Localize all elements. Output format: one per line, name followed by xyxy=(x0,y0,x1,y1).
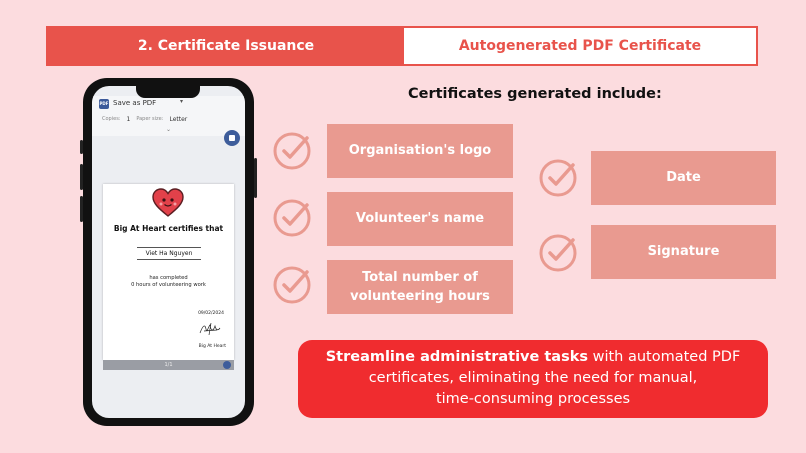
checkmark-circle-icon xyxy=(273,132,311,170)
print-dialog-header: PDF Save as PDF ▾ Copies: 1 Paper size: … xyxy=(92,96,245,136)
copies-label: Copies: xyxy=(102,116,121,122)
phone-volume-up xyxy=(80,164,83,190)
page-selected-check-icon[interactable] xyxy=(223,361,231,369)
certificate-preview-page: Big At Heart certifies that Viet Ha Nguy… xyxy=(103,184,234,360)
certificate-volunteer-name: Viet Ha Nguyen xyxy=(137,247,201,260)
callout-line3: time-consuming processes xyxy=(435,391,631,408)
callout-line2: certificates, eliminating the need for m… xyxy=(368,370,698,387)
expand-options-chevron-icon[interactable]: ⌄ xyxy=(166,126,172,133)
phone-notch xyxy=(136,86,200,98)
certificate-completion-text: has completed 0 hours of volunteering wo… xyxy=(103,275,234,290)
paper-size-value[interactable]: Letter xyxy=(169,116,188,123)
checkmark-circle-icon xyxy=(539,159,577,197)
item-date: Date xyxy=(591,151,776,205)
page-indicator: 1/1 xyxy=(164,362,173,368)
signature-image xyxy=(199,322,221,336)
phone-mockup: PDF Save as PDF ▾ Copies: 1 Paper size: … xyxy=(80,78,257,426)
phone-mute-switch xyxy=(80,140,83,154)
certificate-headline: Big At Heart certifies that xyxy=(113,224,224,233)
certificate-date: 09/02/2024 xyxy=(198,311,224,316)
callout-bold-text: Streamline administrative tasks xyxy=(325,349,588,365)
certificate-completion-line1: has completed xyxy=(149,275,188,281)
copies-value[interactable]: 1 xyxy=(126,116,131,123)
chevron-down-icon[interactable]: ▾ xyxy=(180,98,184,105)
streamline-callout: Streamline administrative tasks with aut… xyxy=(298,340,768,418)
pdf-file-icon: PDF xyxy=(99,99,109,109)
header-subtitle: Autogenerated PDF Certificate xyxy=(404,28,756,64)
callout-line1-rest: with automated PDF xyxy=(588,349,741,365)
item-volunteering-hours: Total number of volunteering hours xyxy=(327,260,513,314)
paper-size-label: Paper size: xyxy=(136,116,164,122)
save-pdf-button[interactable] xyxy=(224,130,240,146)
phone-screen: PDF Save as PDF ▾ Copies: 1 Paper size: … xyxy=(92,86,245,418)
item-organisation-logo: Organisation's logo xyxy=(327,124,513,178)
phone-volume-down xyxy=(80,196,83,222)
header-step-label: 2. Certificate Issuance xyxy=(48,28,404,64)
item-volunteer-name: Volunteer's name xyxy=(327,192,513,246)
print-options: Copies: 1 Paper size: Letter xyxy=(102,116,187,123)
heart-logo-icon xyxy=(152,188,184,217)
header-bar: 2. Certificate Issuance Autogenerated PD… xyxy=(46,26,758,66)
callout-line1: Streamline administrative tasks with aut… xyxy=(298,347,768,368)
certificate-hours-line: 0 hours of volunteering work xyxy=(131,282,206,289)
checkmark-circle-icon xyxy=(539,234,577,272)
checkmark-circle-icon xyxy=(273,199,311,237)
certificate-organisation: Big At Heart xyxy=(198,344,226,349)
section-title: Certificates generated include: xyxy=(408,86,662,102)
item-signature: Signature xyxy=(591,225,776,279)
print-destination-select[interactable]: Save as PDF xyxy=(113,99,157,107)
page-navigation-bar: 1/1 xyxy=(103,360,234,370)
phone-power-button xyxy=(254,158,257,198)
checkmark-circle-icon xyxy=(273,266,311,304)
